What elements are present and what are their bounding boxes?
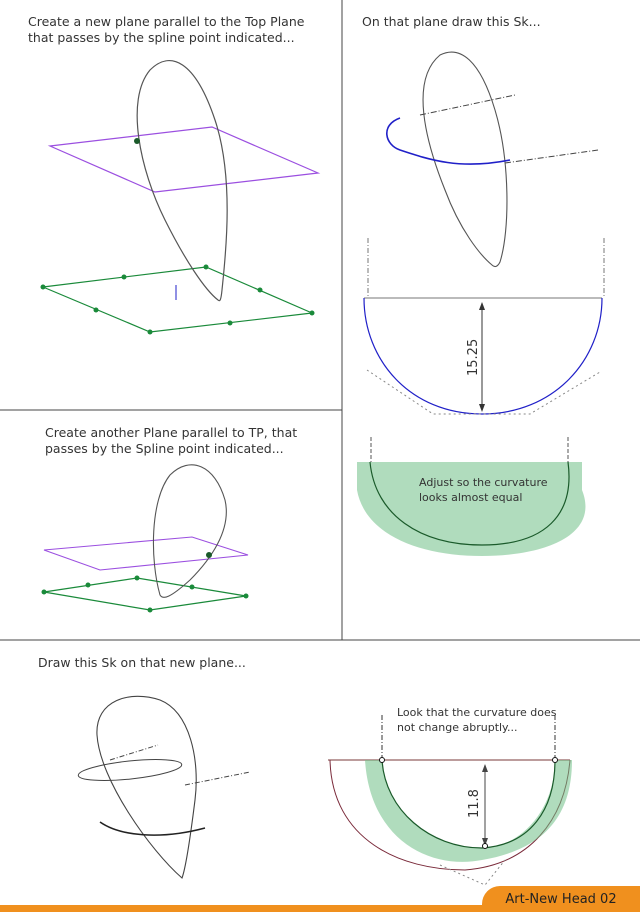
construction-line xyxy=(419,94,516,116)
sketch-curve xyxy=(386,117,511,165)
construction-line xyxy=(504,149,599,164)
spline-point xyxy=(206,552,212,558)
spline-profile xyxy=(96,695,197,879)
new-plane xyxy=(47,126,321,193)
step4-instruction: Draw this Sk on that new plane... xyxy=(38,655,246,670)
sketch-arc xyxy=(363,297,603,415)
step2-note-line2: looks almost equal xyxy=(419,491,523,504)
step4-note: Look that the curvature does not change … xyxy=(397,705,556,735)
step3-line1: Create another Plane parallel to TP, tha… xyxy=(45,425,298,440)
spline-profile xyxy=(136,60,228,302)
spline-point xyxy=(134,138,140,144)
footer-bar xyxy=(0,905,640,912)
step2-note-line1: Adjust so the curvature xyxy=(419,476,548,489)
panel3-drawing xyxy=(41,464,249,613)
panel4-drawing: 11.8 xyxy=(77,695,572,886)
step4-note-line1: Look that the curvature does xyxy=(397,706,557,719)
step1-line2: that passes by the spline point indicate… xyxy=(28,30,295,45)
panel2-drawing: 15.25 xyxy=(357,51,605,556)
spline-profile xyxy=(422,51,508,268)
spline-profile xyxy=(152,464,227,598)
step3-line2: passes by the Spline point indicated... xyxy=(45,441,284,456)
sketch-arc xyxy=(381,759,556,849)
dimension-value: 15.25 xyxy=(466,339,481,376)
sketch-arc xyxy=(369,461,570,546)
panel1-drawing xyxy=(40,60,321,335)
step2-note: Adjust so the curvature looks almost equ… xyxy=(419,475,548,505)
dimension-value: 11.8 xyxy=(467,789,482,818)
step3-instruction: Create another Plane parallel to TP, tha… xyxy=(45,425,297,457)
step1-instruction: Create a new plane parallel to the Top P… xyxy=(28,14,304,46)
step1-line1: Create a new plane parallel to the Top P… xyxy=(28,14,305,29)
top-plane xyxy=(40,266,315,333)
step2-instruction: On that plane draw this Sk... xyxy=(362,14,541,29)
footer-label: Art-New Head 02 xyxy=(482,886,640,912)
new-plane xyxy=(43,536,249,571)
curvature-comb xyxy=(357,462,586,556)
step4-note-line2: not change abruptly... xyxy=(397,721,518,734)
top-plane xyxy=(43,577,247,611)
sketch-curve xyxy=(99,821,206,836)
